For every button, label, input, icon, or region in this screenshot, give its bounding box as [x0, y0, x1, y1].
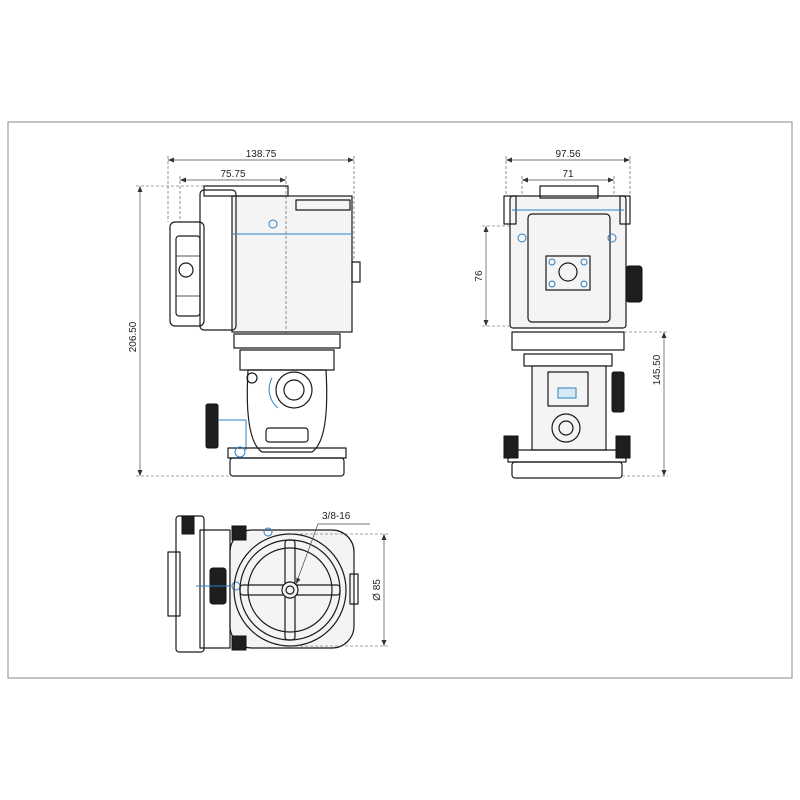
side-lower-body [246, 369, 328, 453]
front-view [482, 156, 668, 479]
front-lower-knob [551, 413, 581, 443]
top-view [167, 515, 388, 653]
side-lever [205, 403, 219, 449]
side-small-screw [246, 372, 258, 384]
front-lower-plate [547, 371, 589, 407]
side-pivot-outer [275, 371, 313, 409]
side-knob-hub [178, 262, 194, 278]
side-head-body [231, 195, 353, 333]
side-base [229, 457, 345, 477]
front-mount-screw [580, 280, 588, 288]
top-center-hole [285, 585, 295, 595]
top-center-thread [281, 581, 299, 599]
top-housing-bolt [231, 635, 247, 651]
front-mount-screw [548, 258, 556, 266]
side-right-tab [351, 261, 361, 283]
side-neck [239, 349, 335, 371]
front-base [511, 461, 623, 479]
dim-diameter: Ø 85 [372, 579, 383, 601]
front-plate [527, 213, 611, 323]
front-mount-plate [545, 255, 591, 291]
front-blue-screw [517, 233, 527, 243]
side-base-screw [234, 446, 246, 458]
front-mount-screw [548, 280, 556, 288]
top-clamp-jaw [181, 515, 195, 535]
front-lower-body [531, 365, 607, 451]
front-head-body [509, 195, 627, 329]
top-blue-screw [263, 527, 273, 537]
front-blue-screw [607, 233, 617, 243]
front-base-top [507, 449, 627, 463]
top-housing-bolt [231, 525, 247, 541]
front-base-clamp [503, 435, 519, 459]
side-top-rail [203, 185, 289, 197]
front-neck [523, 353, 613, 367]
side-knob-body [169, 221, 205, 327]
dim-thread: 3/8-16 [322, 511, 351, 522]
dim-front-height-upper: 76 [474, 270, 485, 282]
front-side-knob [625, 265, 643, 303]
sheet-frame [7, 121, 793, 679]
dim-side-height: 206.50 [128, 321, 139, 352]
side-clamp-block [199, 189, 237, 331]
front-mount-hole [558, 262, 578, 282]
front-lower-knob-hub [558, 420, 574, 436]
thread-leader [295, 523, 370, 585]
side-pivot-inner [283, 379, 305, 401]
front-top-rail [539, 185, 599, 199]
front-collar [511, 331, 625, 351]
dim-front-width: 97.56 [555, 149, 580, 160]
side-view [136, 156, 361, 477]
dim-side-offset: 75.75 [220, 169, 245, 180]
side-blue-lever-link [218, 419, 247, 450]
front-base-clamp [615, 435, 631, 459]
side-blue-screw [268, 219, 278, 229]
top-housing-tab [349, 573, 359, 605]
front-blue-tag [557, 387, 577, 399]
thread-leader-arrow [296, 577, 301, 584]
top-plate-inner [247, 547, 333, 633]
side-lower-knob [265, 427, 309, 443]
top-clamp-rail [167, 551, 181, 617]
front-right-lever [611, 371, 625, 413]
side-top-ledge [295, 199, 351, 211]
side-blue-arc [268, 377, 279, 409]
side-knob-inner [175, 235, 201, 317]
front-mount-screw [580, 258, 588, 266]
dim-front-height-lower: 145.50 [652, 354, 663, 385]
dim-side-width: 138.75 [246, 149, 277, 160]
dim-front-inner: 71 [562, 169, 574, 180]
side-collar [233, 333, 341, 349]
